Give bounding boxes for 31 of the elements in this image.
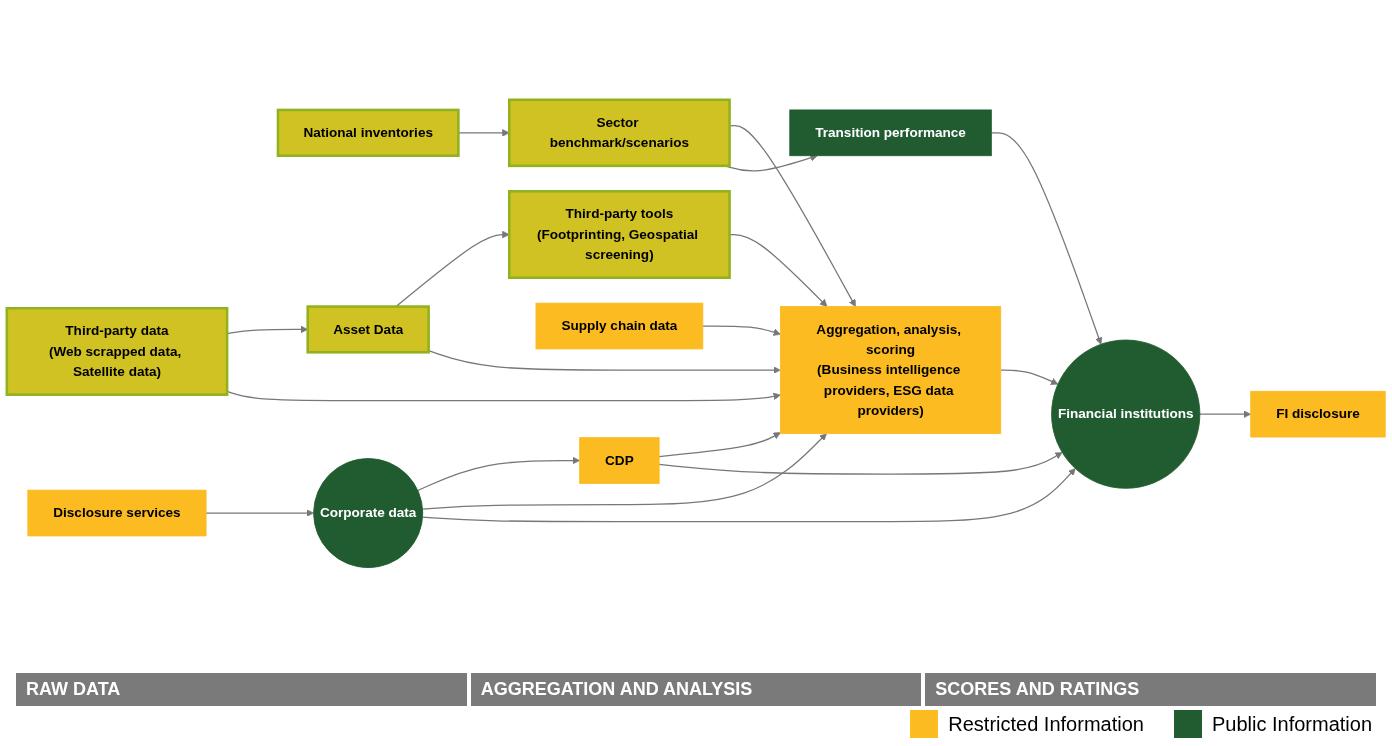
arrow xyxy=(417,456,580,491)
node-circle: Financial institutions xyxy=(1051,339,1201,489)
stage-label: AGGREGATION AND ANALYSIS xyxy=(470,673,922,706)
node-box: FI disclosure xyxy=(1250,390,1386,438)
arrow xyxy=(421,433,827,510)
arrow xyxy=(658,432,781,457)
node-box: Supply chain data xyxy=(535,302,704,350)
arrow xyxy=(421,468,1076,522)
node-box: National inventories xyxy=(276,108,460,157)
arrow xyxy=(1199,410,1252,418)
node-box: Sector benchmark/scenarios xyxy=(507,98,731,167)
node-box: Third-party tools (Footprinting, Geospatial screening) xyxy=(507,189,731,279)
legend-label: Restricted Information xyxy=(948,712,1144,736)
stage-label: RAW DATA xyxy=(16,673,467,706)
node-box: Asset Data xyxy=(306,305,430,354)
arrow xyxy=(702,325,781,336)
arrow xyxy=(226,390,781,402)
stage-label: SCORES AND RATINGS xyxy=(925,673,1376,706)
node-box: Aggregation, analysis, scoring (Business intelligence providers, ESG data providers) xyxy=(779,305,1002,434)
node-box: Disclosure services xyxy=(27,489,207,537)
arrow xyxy=(395,230,510,307)
arrow xyxy=(1000,369,1059,385)
node-box: Transition performance xyxy=(789,109,992,156)
arrow xyxy=(658,451,1063,475)
node-box: CDP xyxy=(579,437,660,484)
arrow xyxy=(205,509,314,517)
arrow xyxy=(990,132,1103,345)
legend-label: Public Information xyxy=(1211,712,1372,736)
node-box: Third-party data (Web scrapped data, Satellite data) xyxy=(5,306,229,396)
arrow xyxy=(428,349,781,374)
node-circle: Corporate data xyxy=(313,457,424,568)
